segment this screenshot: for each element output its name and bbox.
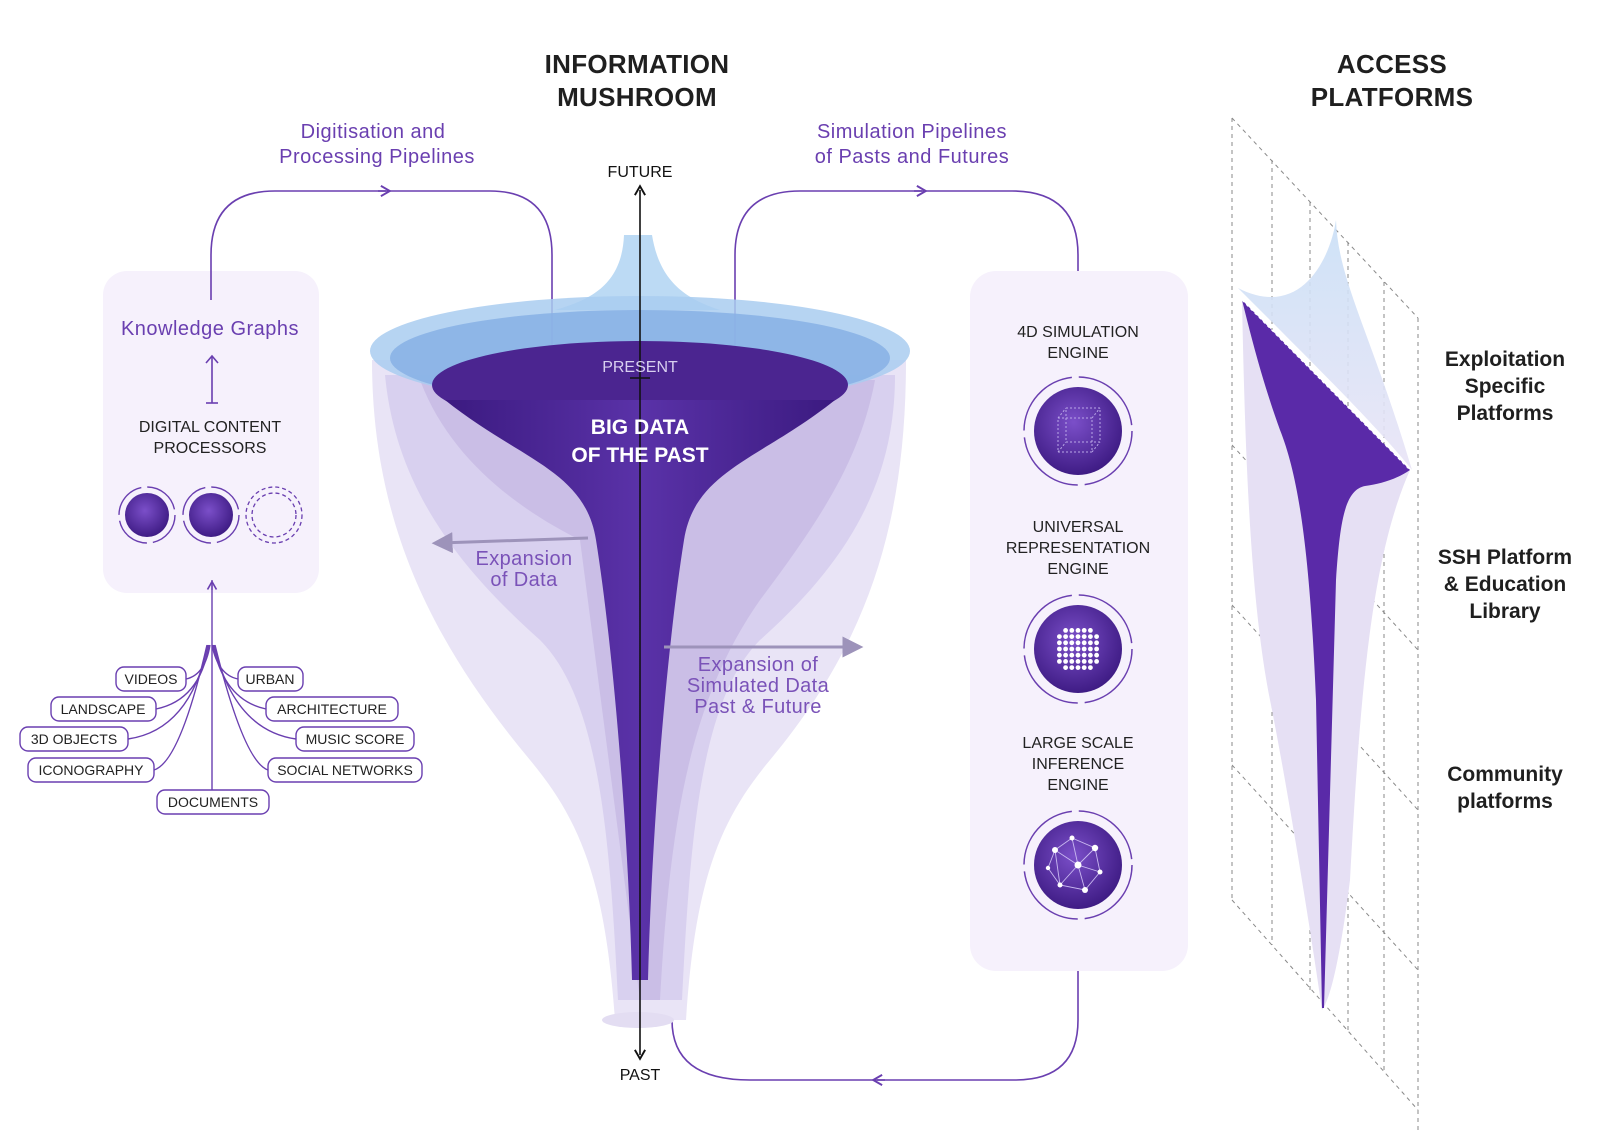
source-tag-3d-objects: 3D OBJECTS [19, 726, 129, 752]
source-tag-iconography: ICONOGRAPHY [27, 757, 155, 783]
big-data-label-line2: OF THE PAST [571, 444, 708, 467]
engine-label-line2: INFERENCE [1032, 756, 1124, 773]
future-label: FUTURE [608, 164, 673, 181]
processor-empty-orb-icon [245, 486, 303, 544]
simulation-pipeline-label-line1: Simulation Pipelines [817, 121, 1007, 143]
svg-text:MUSIC SCORE: MUSIC SCORE [306, 731, 405, 747]
expansion-simulated-label-line1: Expansion of [698, 654, 818, 676]
platform-exploitation-specific: Exploitation Specific Platforms [1445, 348, 1565, 425]
simulation-flow-arrow [734, 190, 1084, 380]
access-heading-line2: PLATFORMS [1311, 82, 1474, 112]
engine-label-line3: ENGINE [1047, 561, 1108, 578]
source-tag-documents: DOCUMENTS [156, 789, 270, 815]
source-tag-architecture: ARCHITECTURE [265, 696, 399, 722]
processors-label-line2: PROCESSORS [154, 440, 267, 457]
svg-text:ARCHITECTURE: ARCHITECTURE [277, 701, 387, 717]
platform-label-line2: Specific [1465, 375, 1546, 398]
present-label: PRESENT [602, 359, 678, 376]
digitisation-pipeline-label-line2: Processing Pipelines [279, 146, 475, 168]
engine-label-line2: REPRESENTATION [1006, 540, 1150, 557]
platform-label-line2: & Education [1444, 573, 1567, 596]
engine-label-line1: UNIVERSAL [1033, 519, 1124, 536]
network-icon [1023, 810, 1133, 920]
mushroom-heading-line2: MUSHROOM [557, 82, 717, 112]
engine-label-line3: ENGINE [1047, 777, 1108, 794]
svg-text:URBAN: URBAN [245, 671, 294, 687]
platform-community: Community platforms [1447, 763, 1563, 813]
source-tag-videos: VIDEOS [115, 666, 187, 692]
simulation-pipeline-label-line2: of Pasts and Futures [815, 146, 1010, 168]
engine-universal-representation: UNIVERSAL REPRESENTATION ENGINE [1006, 519, 1150, 704]
svg-text:LANDSCAPE: LANDSCAPE [61, 701, 146, 717]
mushroom-heading-line1: INFORMATION [545, 49, 730, 79]
source-tag-social-networks: SOCIAL NETWORKS [267, 757, 423, 783]
processor-orb-icon [118, 486, 176, 544]
platform-label-line3: Library [1469, 600, 1541, 623]
processor-orb-icon [182, 486, 240, 544]
platform-label-line2: platforms [1457, 790, 1553, 813]
platform-ssh-education-library: SSH Platform & Education Library [1438, 546, 1572, 623]
access-heading: ACCESS PLATFORMS [1311, 49, 1474, 112]
processors-label-line1: DIGITAL CONTENT [139, 419, 281, 436]
engine-label-line1: 4D SIMULATION [1017, 324, 1139, 341]
platform-label-line1: Community [1447, 763, 1563, 786]
engine-4d-simulation: 4D SIMULATION ENGINE [1017, 324, 1139, 486]
expansion-of-data-label-line1: Expansion [476, 548, 573, 570]
svg-text:DOCUMENTS: DOCUMENTS [168, 794, 258, 810]
dot-grid-icon [1023, 594, 1133, 704]
big-data-label-line1: BIG DATA [591, 416, 689, 439]
cube-icon [1023, 376, 1133, 486]
past-label: PAST [620, 1067, 661, 1084]
expansion-simulated-label-line2: Simulated Data [687, 675, 830, 697]
svg-text:3D OBJECTS: 3D OBJECTS [31, 731, 117, 747]
engine-label-line1: LARGE SCALE [1022, 735, 1133, 752]
svg-text:ICONOGRAPHY: ICONOGRAPHY [38, 762, 144, 778]
expansion-of-data-arrow [431, 532, 589, 554]
feedback-flow-arrow [666, 950, 1079, 1081]
digitisation-pipeline-label-line1: Digitisation and [301, 121, 446, 143]
source-tag-music-score: MUSIC SCORE [295, 726, 415, 752]
platform-label-line1: Exploitation [1445, 348, 1565, 371]
expansion-simulated-label-line3: Past & Future [694, 696, 821, 718]
source-tag-urban: URBAN [237, 666, 304, 692]
expansion-of-data-label-line2: of Data [490, 569, 558, 591]
svg-text:SOCIAL NETWORKS: SOCIAL NETWORKS [277, 762, 413, 778]
knowledge-graphs-label: Knowledge Graphs [121, 318, 299, 340]
engine-label-line2: ENGINE [1047, 345, 1108, 362]
mushroom-heading: INFORMATION MUSHROOM [545, 49, 730, 112]
platforms-illustration [1231, 117, 1419, 1131]
svg-text:VIDEOS: VIDEOS [125, 671, 178, 687]
source-connectors [127, 580, 297, 790]
access-heading-line1: ACCESS [1337, 49, 1447, 79]
source-tag-landscape: LANDSCAPE [50, 696, 157, 722]
platform-label-line3: Platforms [1457, 402, 1554, 425]
bidirectional-arrow-icon [205, 354, 219, 404]
engine-large-scale-inference: LARGE SCALE INFERENCE ENGINE [1022, 735, 1134, 920]
platform-label-line1: SSH Platform [1438, 546, 1572, 569]
